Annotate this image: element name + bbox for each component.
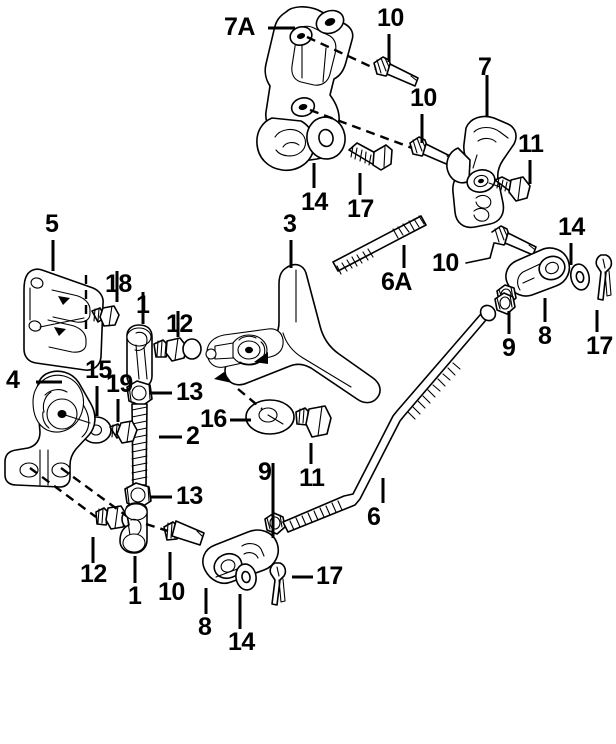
- part-10-stud-right: [465, 225, 537, 264]
- callout-10-right: 10: [432, 249, 459, 277]
- callout-9-lower: 9: [258, 458, 272, 486]
- part-14-washer-upper: [306, 116, 346, 160]
- callout-12-lower: 12: [80, 560, 107, 588]
- callout-8-right: 8: [538, 322, 552, 350]
- part-11-screw-upper: [488, 176, 531, 202]
- part-14-washer-lower: [235, 563, 257, 591]
- part-4-cam: [4, 370, 96, 488]
- part-16-washer: [237, 388, 295, 435]
- part-7-bracket: [446, 115, 517, 229]
- part-6a-threaded-rod: [332, 215, 427, 275]
- part-13-nut-upper: [126, 380, 153, 407]
- callout-17-lower: 17: [316, 562, 343, 590]
- callout-19: 19: [106, 370, 133, 398]
- part-9-nut-link: [494, 292, 516, 315]
- callout-12-upper: 12: [166, 310, 193, 338]
- callout-10-top: 10: [377, 4, 404, 32]
- part-13-nut-lower: [124, 482, 152, 509]
- callout-14-right: 14: [558, 213, 585, 241]
- callout-11-upper: 11: [518, 130, 544, 158]
- callout-18: 18: [105, 270, 132, 298]
- part-17-cotter-pin-right: [595, 254, 613, 301]
- part-11-screw-center: [295, 405, 332, 438]
- part-8-rod-end-lower: [202, 529, 280, 585]
- callout-10-lower: 10: [158, 578, 185, 606]
- callout-17-upper: 17: [347, 195, 374, 223]
- callout-1-lower: 1: [128, 582, 142, 610]
- callout-3: 3: [283, 210, 297, 238]
- callout-13-upper: 13: [176, 378, 203, 406]
- callout-16: 16: [200, 405, 227, 433]
- callout-4: 4: [6, 366, 20, 394]
- callout-2: 2: [186, 422, 200, 450]
- callout-15: 15: [85, 356, 112, 384]
- callout-9-right: 9: [502, 334, 516, 362]
- part-14-washer-right: [569, 263, 591, 291]
- callout-1-upper: 1: [136, 291, 150, 319]
- callout-14-lower: 14: [228, 628, 255, 656]
- callout-11-center: 11: [299, 464, 325, 492]
- callout-7: 7: [478, 53, 492, 81]
- callout-6: 6: [367, 503, 381, 531]
- callout-5: 5: [45, 210, 59, 238]
- part-8-rod-end-upper: [505, 247, 571, 297]
- part-1-rod-end-lower: [119, 502, 148, 554]
- part-7a-bracket: [256, 6, 354, 172]
- part-17-screw-upper: [348, 142, 393, 171]
- callout-8-lower: 8: [198, 613, 212, 641]
- part-18-screw: [39, 275, 120, 330]
- callout-7a: 7A: [224, 13, 255, 41]
- callout-14-upper: 14: [301, 188, 328, 216]
- part-6-link-rod: [282, 304, 497, 533]
- leader-lines: [36, 26, 599, 629]
- part-17-cotter-pin-lower: [269, 562, 287, 606]
- callout-6a: 6A: [381, 268, 412, 296]
- part-2-threaded-rod: [131, 403, 148, 486]
- part-3-bellcrank: [205, 263, 381, 404]
- part-19-screw: [109, 420, 138, 444]
- part-9-nut-lower: [264, 512, 286, 535]
- callout-10-mid: 10: [410, 84, 437, 112]
- part-12-ball-stud-upper: [153, 337, 202, 362]
- callout-17-right: 17: [586, 332, 613, 360]
- part-10-stud-lower: [145, 520, 205, 546]
- part-5-bracket-plate: [23, 268, 104, 371]
- callout-13-lower: 13: [176, 482, 203, 510]
